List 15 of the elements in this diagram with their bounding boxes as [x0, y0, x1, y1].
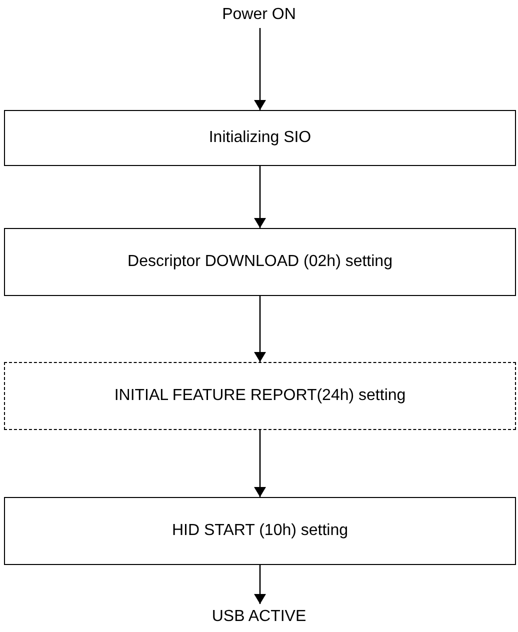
box-label: HID START (10h) setting [172, 521, 348, 541]
process-box [4, 497, 516, 565]
terminal-label: Power ON [222, 5, 296, 25]
process-box [4, 228, 516, 296]
arrow [254, 296, 266, 362]
box-label: Descriptor DOWNLOAD (02h) setting [128, 252, 392, 272]
arrow [254, 430, 266, 497]
box-label: Initializing SIO [208, 128, 312, 148]
optional-process-box [4, 362, 516, 430]
process-box [4, 110, 516, 166]
arrow [254, 28, 266, 110]
box-label: INITIAL FEATURE REPORT(24h) setting [114, 386, 406, 406]
arrow [254, 565, 266, 604]
terminal-label: USB ACTIVE [212, 607, 306, 627]
arrow [254, 166, 266, 228]
